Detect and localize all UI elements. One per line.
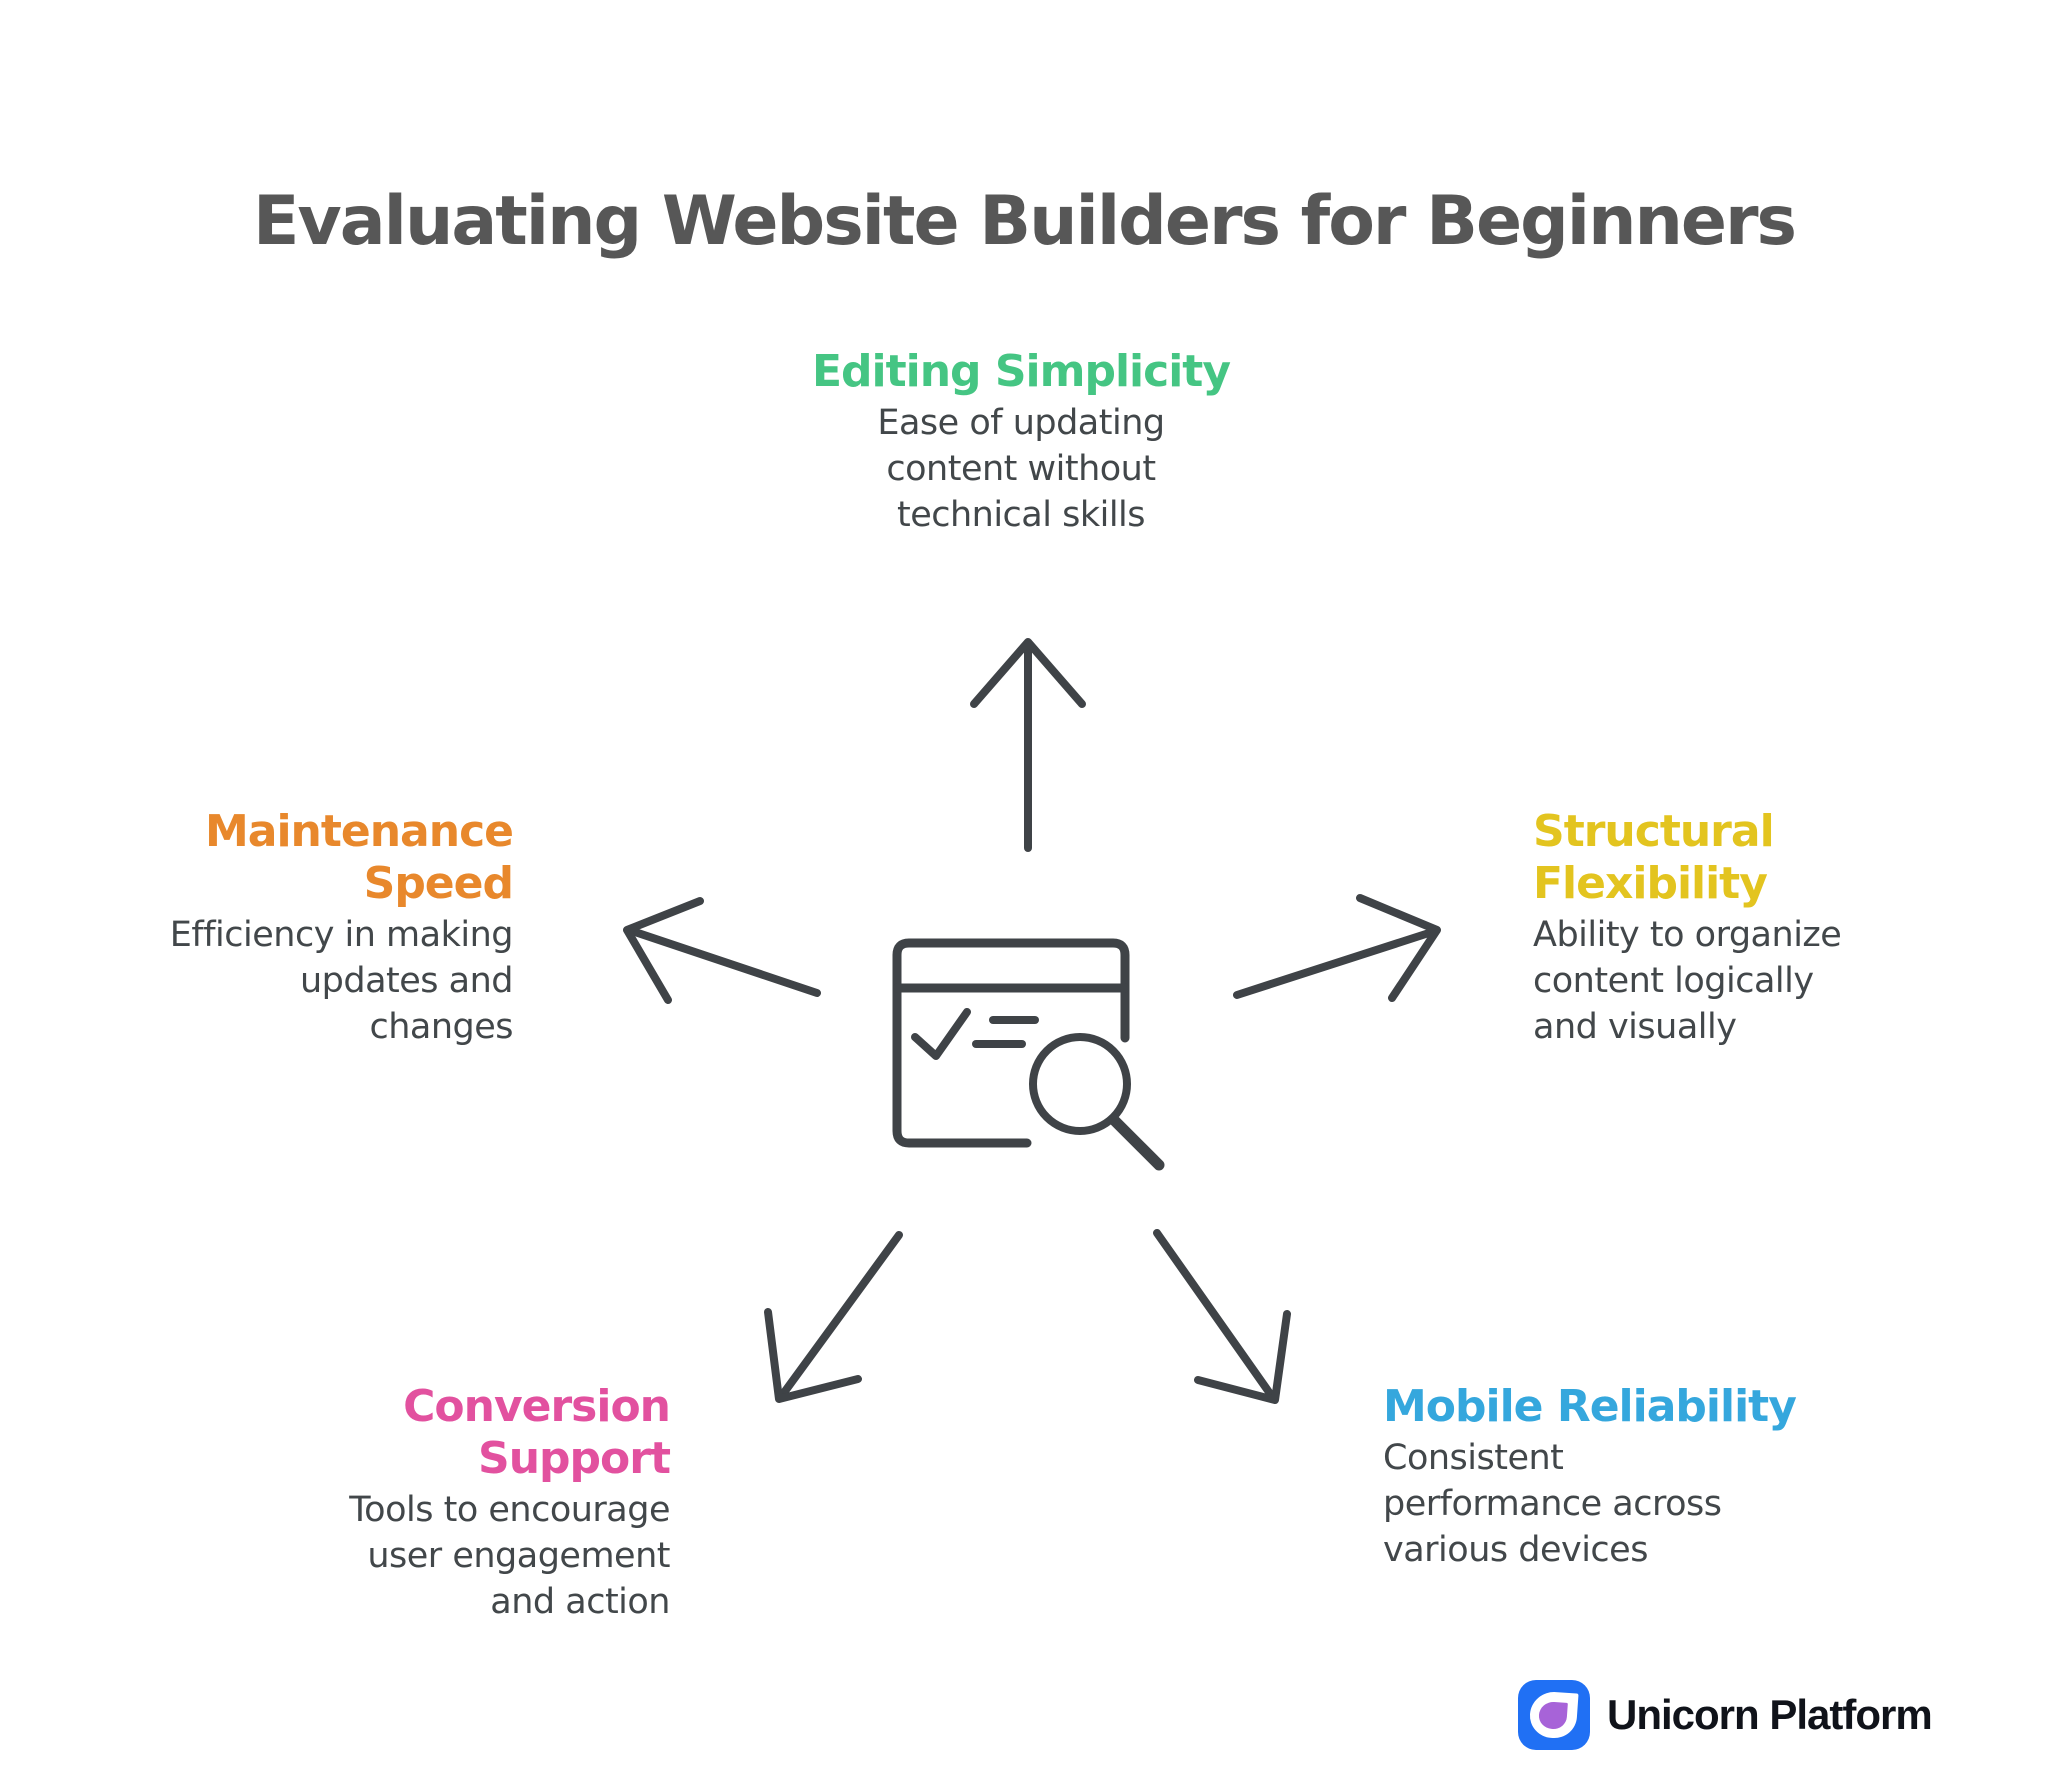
- node-editing-simplicity: Editing Simplicity Ease of updating cont…: [771, 346, 1271, 538]
- node-heading: Conversion Support: [403, 1381, 671, 1484]
- browser-checklist-magnifier-icon: [892, 938, 1165, 1171]
- arrow-upper-right: [1233, 894, 1441, 1002]
- node-maintenance-speed: Maintenance Speed Efficiency in making u…: [93, 806, 514, 1050]
- brand-name: Unicorn Platform: [1607, 1691, 1933, 1738]
- node-structural-flexibility: Structural Flexibility Ability to organi…: [1533, 806, 1973, 1050]
- check-icon: [911, 1008, 971, 1060]
- unicorn-platform-logo-icon: [1518, 1680, 1590, 1750]
- magnifier-lens: [1029, 1033, 1131, 1135]
- node-description: Ease of updating content without technic…: [877, 403, 1165, 535]
- node-heading: Structural Flexibility: [1533, 806, 1775, 909]
- node-heading: Editing Simplicity: [811, 346, 1231, 397]
- node-description: Efficiency in making updates and changes: [169, 915, 514, 1047]
- arrow-lower-left: [764, 1231, 903, 1403]
- page-title: Evaluating Website Builders for Beginner…: [252, 182, 1797, 261]
- arrow-up: [970, 638, 1086, 852]
- node-description: Ability to organize content logically an…: [1533, 915, 1842, 1047]
- arrow-upper-left: [623, 897, 821, 1004]
- branding: Unicorn Platform: [1518, 1680, 1933, 1750]
- node-heading: Mobile Reliability: [1383, 1381, 1797, 1432]
- logo-drop-shape: [1528, 1690, 1579, 1740]
- logo-drop-inner-shape: [1538, 1701, 1568, 1730]
- magnifier-handle: [1108, 1114, 1165, 1171]
- arrow-lower-right: [1153, 1229, 1291, 1404]
- node-conversion-support: Conversion Support Tools to encourage us…: [250, 1381, 671, 1625]
- node-heading: Maintenance Speed: [204, 806, 514, 909]
- node-description: Tools to encourage user engagement and a…: [349, 1490, 670, 1622]
- node-mobile-reliability: Mobile Reliability Consistent performanc…: [1383, 1381, 1843, 1573]
- node-description: Consistent performance across various de…: [1383, 1438, 1722, 1570]
